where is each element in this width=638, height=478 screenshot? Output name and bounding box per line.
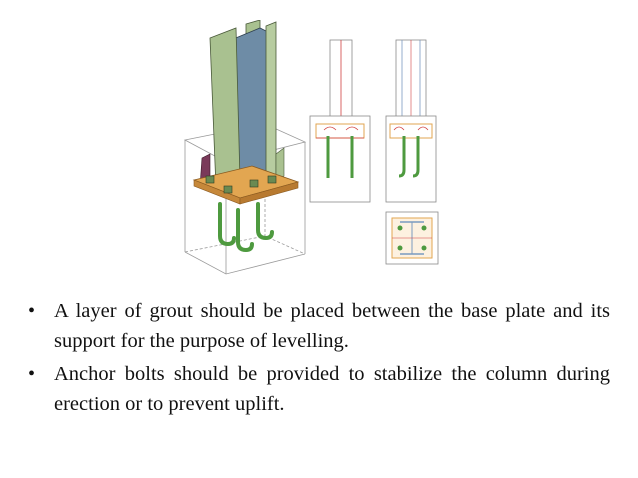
- anchor-bolts: [218, 202, 274, 253]
- section-view-1: [309, 39, 371, 203]
- bullet-text: A layer of grout should be placed betwee…: [54, 300, 610, 352]
- isometric-column-base: [183, 20, 307, 275]
- plan-view: [385, 211, 439, 265]
- side-flange: [265, 21, 277, 185]
- nut-icon: [249, 179, 259, 188]
- bullet-item: • Anchor bolts should be provided to sta…: [22, 359, 610, 419]
- nut-icon: [205, 175, 215, 184]
- nut-icon: [223, 185, 233, 194]
- bullet-text: Anchor bolts should be provided to stabi…: [54, 363, 610, 415]
- bullet-item: • A layer of grout should be placed betw…: [22, 296, 610, 356]
- column-base-illustration: [183, 20, 439, 275]
- section-view-2: [385, 39, 437, 203]
- nut-icon: [267, 175, 277, 184]
- stiffener: [275, 147, 285, 181]
- anchor-nuts: [205, 175, 277, 194]
- bullet-icon: •: [28, 363, 36, 385]
- anchor-bolt: [236, 208, 254, 253]
- bullet-icon: •: [28, 300, 36, 322]
- anchor-bolt: [218, 202, 236, 247]
- front-flange: [209, 27, 241, 189]
- anchor-bolt: [256, 202, 274, 241]
- bullet-list: • A layer of grout should be placed betw…: [22, 296, 610, 422]
- base-plate-edge: [239, 181, 299, 205]
